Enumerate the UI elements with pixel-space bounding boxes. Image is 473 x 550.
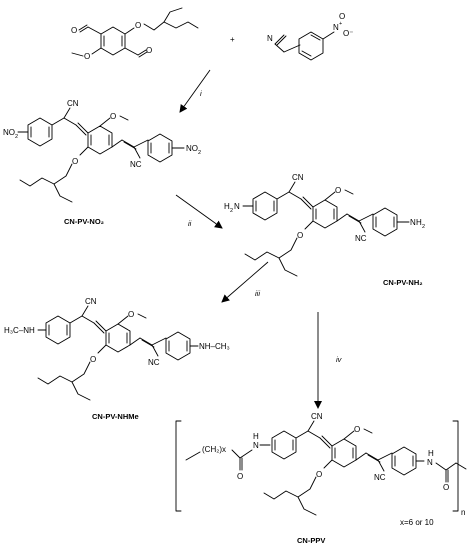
amide-n-right: N xyxy=(427,458,433,467)
nitro-o-minus: O⁻ xyxy=(343,29,353,38)
compound-3-label: CN-PV-NHMe xyxy=(92,412,139,421)
compound-2-label: CN-PV-NH₂ xyxy=(383,278,423,287)
aldehyde-o-right: O xyxy=(146,46,152,55)
methoxy-o-1: O xyxy=(110,112,116,121)
amide-o-left: O xyxy=(237,472,243,481)
h3c-nh-label: H₃C–NH xyxy=(4,326,35,335)
methoxy-o-3: O xyxy=(128,310,134,319)
nc-label-1: NC xyxy=(130,160,142,169)
no2-right-n: NO xyxy=(186,144,198,153)
ch2-x-label: (CH₂)x xyxy=(202,445,226,454)
no2-left-sub: 2 xyxy=(15,134,18,140)
ether-o-2: O xyxy=(297,231,303,240)
methoxy-o-4: O xyxy=(354,425,360,434)
nitrile-n: N xyxy=(267,34,273,43)
arrow-step-i xyxy=(179,69,211,113)
cn-label-1: CN xyxy=(67,99,79,108)
amide-o-right: O xyxy=(443,483,449,492)
nc-label-4: NC xyxy=(374,473,386,482)
nh2-right-n: N xyxy=(410,218,416,227)
nitro-o-top: O xyxy=(339,12,345,21)
nitro-o-plus-charge: + xyxy=(339,21,342,27)
cn-pv-no2-structure xyxy=(17,107,185,203)
h2n-n: N xyxy=(234,202,240,211)
nh2-right-sub: 2 xyxy=(422,224,425,230)
nitro-n: N xyxy=(333,23,339,32)
step-iv-label: iv xyxy=(336,355,343,364)
compound-1-label: CN-PV-NO₂ xyxy=(64,217,104,226)
plus-sign: + xyxy=(230,35,235,44)
no2-left-n: NO xyxy=(3,128,15,137)
nc-label-3: NC xyxy=(148,358,160,367)
cn-label-4: CN xyxy=(311,412,323,421)
ether-o: O xyxy=(135,21,141,30)
arrow-step-iii xyxy=(221,261,269,303)
amide-h-right: H xyxy=(428,449,434,458)
cn-ppv-structure xyxy=(175,420,467,516)
nh2-right-h: H xyxy=(416,218,422,227)
step-i-label: i xyxy=(200,89,202,98)
cn-label-3: CN xyxy=(85,297,97,306)
cn-pv-nhme-structure xyxy=(37,305,199,401)
arrow-step-ii xyxy=(175,194,223,229)
h2n-h: H xyxy=(224,202,230,211)
cn-pv-nh2-structure xyxy=(242,181,410,277)
step-ii-label: ii xyxy=(188,219,192,228)
ether-o-3: O xyxy=(90,355,96,364)
cn-label-2: CN xyxy=(292,173,304,182)
repeat-unit-n: n xyxy=(461,508,465,517)
nitrophenylacetonitrile-reactant xyxy=(274,31,335,61)
nc-label-2: NC xyxy=(355,234,367,243)
nh-ch3-label: NH–CH₃ xyxy=(199,342,230,351)
ether-o-1: O xyxy=(72,157,78,166)
methoxy-o-2: O xyxy=(335,186,341,195)
step-iii-label: iii xyxy=(255,289,260,298)
ether-o-4: O xyxy=(316,470,322,479)
aldehyde-o-left: O xyxy=(71,26,77,35)
amide-n-left: N xyxy=(253,441,259,450)
h2n-sub: 2 xyxy=(230,208,233,214)
methoxy-o: O xyxy=(84,52,90,61)
compound-4-label: CN-PPV xyxy=(297,536,325,545)
polymer-note: x=6 or 10 xyxy=(400,518,434,527)
amide-h-left: H xyxy=(253,432,259,441)
no2-right-sub: 2 xyxy=(198,150,201,156)
dialdehyde-reactant xyxy=(71,7,199,58)
